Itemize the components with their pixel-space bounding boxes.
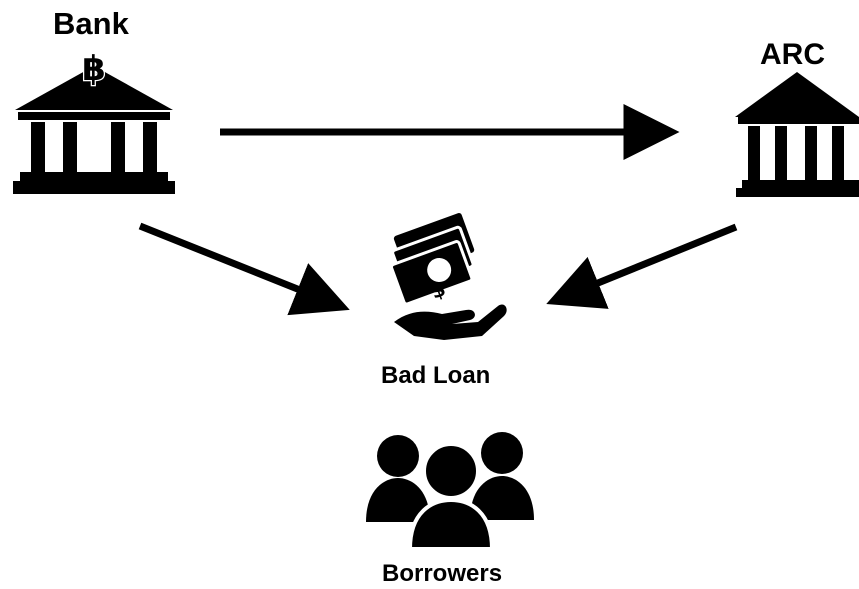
arc-building-icon bbox=[735, 72, 859, 197]
money-in-hand-icon: $ bbox=[389, 213, 507, 340]
bad-loan-label: Bad Loan bbox=[381, 362, 491, 389]
arrow-bank-to-bad-loan bbox=[138, 222, 350, 316]
baht-symbol: ฿ bbox=[82, 49, 106, 89]
arc-label: ARC bbox=[760, 38, 825, 71]
arrow-arc-to-bad-loan bbox=[546, 223, 738, 309]
people-group-icon bbox=[366, 432, 534, 551]
borrowers-label: Borrowers bbox=[382, 560, 503, 587]
bank-label: Bank bbox=[53, 6, 129, 41]
bank-building-icon bbox=[13, 66, 175, 194]
